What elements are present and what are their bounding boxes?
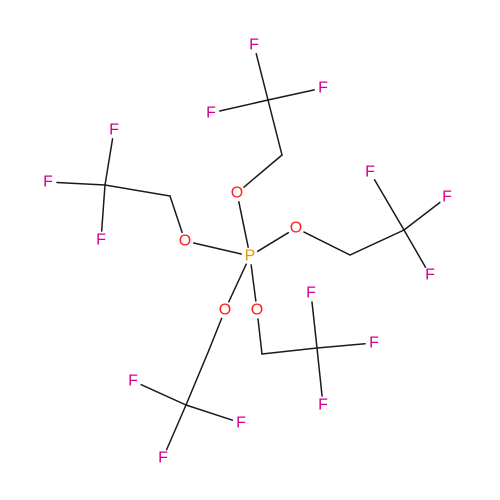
atom-label-background [217, 302, 233, 318]
atom-label-background [362, 164, 378, 180]
atom-symbol-f: F [249, 37, 259, 54]
bond-c2b-f4 [104, 138, 114, 186]
bond-p-o2 [193, 242, 242, 255]
atom-symbol-f: F [442, 189, 452, 206]
atom-layer: P O O O O O F F F F F F F F F F F F F F F [40, 37, 455, 467]
atom-label-background [125, 373, 141, 389]
bond-c4b-f10 [140, 383, 187, 406]
bond-c3b-f8 [403, 201, 441, 231]
bond-c2b-f5 [56, 181, 106, 186]
atom-label-background [246, 37, 262, 53]
atom-o2: O [177, 233, 193, 250]
atom-label-background [315, 397, 331, 413]
bond-c3b-f9 [403, 229, 427, 268]
atom-f9: F [422, 267, 438, 284]
atom-label-background [233, 415, 249, 431]
bond-c2b-f6 [100, 184, 106, 232]
atom-symbol-f: F [425, 267, 435, 284]
bond-o2-c2a [169, 195, 183, 234]
bond-o1-c1a [243, 154, 283, 188]
bond-c1b-f2 [219, 99, 269, 112]
atom-o4: O [217, 302, 233, 319]
bond-c5b-f14 [316, 343, 366, 349]
atom-label-background [93, 232, 109, 248]
bond-c4b-f11 [185, 404, 234, 421]
bond-p-o3 [256, 231, 290, 253]
atom-f15: F [315, 397, 331, 414]
atom-label-background [303, 285, 319, 301]
atom-f5: F [40, 174, 56, 191]
atom-symbol-p: P [245, 248, 256, 265]
bond-c5b-f13 [311, 301, 318, 349]
atom-f7: F [362, 164, 378, 181]
bond-c1b-f3 [267, 89, 315, 101]
atom-symbol-o: O [251, 302, 263, 319]
atom-f3: F [315, 80, 331, 97]
atom-symbol-f: F [96, 232, 106, 249]
atom-f11: F [233, 415, 249, 432]
bond-c5a-c5b [261, 347, 318, 355]
atom-symbol-f: F [236, 415, 246, 432]
atom-symbol-o: O [179, 233, 191, 250]
atom-symbol-f: F [306, 285, 316, 302]
atom-label-background [155, 450, 171, 466]
atom-f13: F [303, 285, 319, 302]
atom-label-background [106, 122, 122, 138]
atom-label-background [288, 220, 304, 236]
atom-label-background [40, 174, 56, 190]
atom-o3: O [288, 220, 304, 237]
atom-symbol-f: F [369, 335, 379, 352]
atom-symbol-f: F [158, 450, 168, 467]
atom-o1: O [229, 185, 245, 202]
atom-symbol-o: O [219, 302, 231, 319]
atom-symbol-f: F [206, 105, 216, 122]
bond-layer [56, 52, 441, 451]
bond-c4b-f12 [165, 404, 187, 451]
bond-o5-c5a [257, 318, 263, 355]
atom-label-background [177, 233, 193, 249]
atom-symbol-o: O [231, 185, 243, 202]
bond-p-o1 [238, 201, 249, 248]
atom-p: P [242, 248, 258, 265]
bond-p-o5 [250, 264, 257, 302]
atom-f8: F [439, 189, 455, 206]
atom-symbol-f: F [318, 397, 328, 414]
bond-c4a-c4b [185, 349, 210, 406]
atom-symbol-f: F [128, 373, 138, 390]
bond-c1a-c1b [267, 99, 283, 156]
atom-o5: O [249, 302, 265, 319]
atom-f6: F [93, 232, 109, 249]
atom-f10: F [125, 373, 141, 390]
atom-f1: F [246, 37, 262, 54]
atom-label-background [366, 335, 382, 351]
atom-symbol-f: F [318, 80, 328, 97]
atom-label-background [315, 80, 331, 96]
atom-symbol-f: F [43, 174, 53, 191]
atom-symbol-o: O [290, 220, 302, 237]
atom-label-background [242, 248, 258, 264]
bond-c5b-f15 [316, 347, 323, 397]
atom-f12: F [155, 450, 171, 467]
atom-symbol-f: F [109, 122, 119, 139]
atom-f14: F [366, 335, 382, 352]
atom-label-background [439, 189, 455, 205]
bond-p-o4 [228, 263, 247, 303]
bond-c2a-c2b [104, 184, 171, 197]
bond-c1b-f1 [255, 52, 269, 101]
atom-label-background [203, 105, 219, 121]
atom-symbol-f: F [365, 164, 375, 181]
atom-label-background [249, 302, 265, 318]
atom-f4: F [106, 122, 122, 139]
bond-c3a-c3b [349, 229, 405, 256]
bond-o3-c3a [303, 231, 351, 256]
atom-label-background [422, 267, 438, 283]
bond-c3b-f7 [373, 179, 405, 231]
atom-f2: F [203, 105, 219, 122]
atom-label-background [229, 185, 245, 201]
bond-o4-c4a [208, 317, 223, 351]
